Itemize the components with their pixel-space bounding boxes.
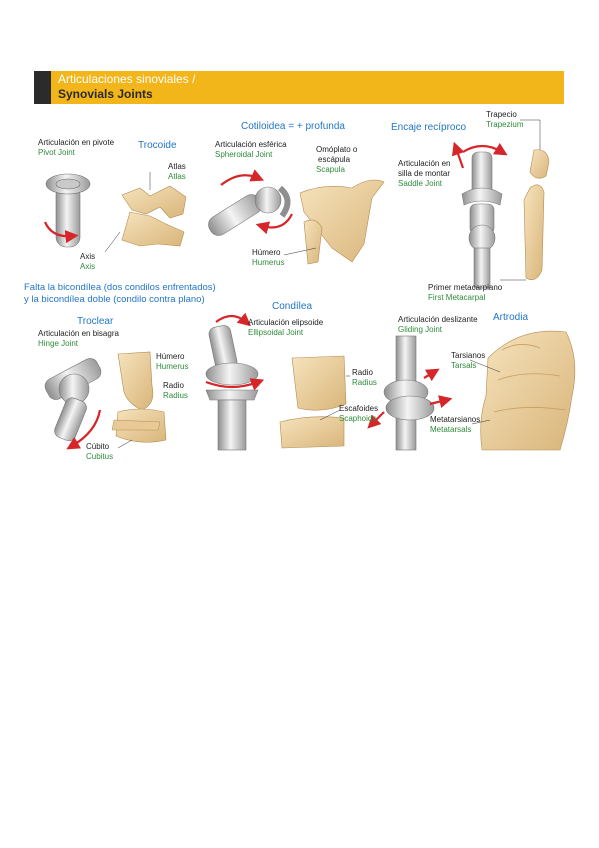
scaphoids-label-en: Scaphoids: [339, 414, 377, 423]
radius-label-elbow-es: Radio: [163, 381, 184, 390]
trapezium-label-en: Trapezium: [486, 120, 524, 129]
spheroidal-joint-label-en: Spheroidal Joint: [215, 150, 273, 159]
hinge-joint-label: Articulación en bisagra Hinge Joint: [38, 329, 119, 349]
condilea-annotation: Condílea: [272, 301, 313, 312]
ellipsoidal-joint-label-es: Articulación elipsoide: [248, 318, 324, 327]
axis-label-es: Axis: [80, 252, 96, 261]
ulna-label: Cúbito Cubitus: [86, 442, 113, 462]
metacarpal-label-en: First Metacarpal: [428, 293, 486, 302]
metatarsals-label: Metatarsianos Metatarsals: [430, 415, 480, 435]
atlas-label-en: Atlas: [168, 172, 186, 181]
tarsals-label-en: Tarsals: [451, 361, 477, 370]
pivot-joint-model: [43, 173, 91, 248]
tarsals-label: Tarsianos Tarsals: [451, 351, 485, 371]
banner-title-spanish: Articulaciones sinoviales /: [58, 72, 196, 86]
gliding-joint-model: [367, 335, 453, 451]
humerus-label-shoulder-en: Humerus: [252, 258, 285, 267]
troclear-annotation: Troclear: [77, 316, 114, 327]
metacarpal-label-es: Primer metacarpiano: [428, 283, 503, 292]
ellipsoidal-joint-label-en: Ellipsoidal Joint: [248, 328, 304, 337]
radius-label-wrist-es: Radio: [352, 368, 373, 377]
atlas-label: Atlas Atlas: [168, 162, 186, 182]
saddle-joint-label-es-line1: Articulación en: [398, 159, 451, 168]
humerus-label-shoulder: Húmero Humerus: [252, 248, 284, 268]
axis-label-en: Axis: [80, 262, 96, 271]
saddle-joint-label: Articulación en silla de montar Saddle J…: [398, 159, 450, 189]
scapula-label-es-line2: escápula: [318, 155, 351, 164]
scapula-humerus-bones: [283, 179, 385, 265]
scaphoids-label-es: Escafoides: [339, 404, 379, 413]
spheroidal-joint-label: Articulación esférica Spheroidal Joint: [215, 140, 287, 160]
scaphoids-label: Escafoides Scaphoids: [339, 404, 378, 424]
tarsals-label-es: Tarsianos: [451, 351, 486, 360]
saddle-joint-model: [451, 141, 508, 289]
gliding-joint-label-en: Gliding Joint: [398, 325, 443, 334]
scapula-label-es-line1: Omóplato o: [316, 145, 358, 154]
hinge-joint-model: [44, 358, 102, 450]
trapezium-label: Trapecio Trapezium: [486, 110, 524, 130]
ulna-label-en: Cubitus: [86, 452, 114, 461]
gliding-joint-label: Articulación deslizante Gliding Joint: [398, 315, 478, 335]
humerus-label-elbow-es: Húmero: [156, 352, 185, 361]
humerus-label-elbow-en: Humerus: [156, 362, 189, 371]
radius-label-elbow: Radio Radius: [163, 381, 188, 401]
radius-label-wrist: Radio Radius: [352, 368, 377, 388]
artrodia-annotation: Artrodia: [493, 312, 529, 323]
wrist-bones: [279, 355, 350, 449]
banner-title-english: Synovials Joints: [58, 87, 153, 101]
humerus-label-shoulder-es: Húmero: [252, 248, 281, 257]
scapula-label-en: Scapula: [316, 165, 345, 174]
title-banner-accent: [34, 71, 51, 104]
elbow-bones: [111, 351, 167, 449]
foot-bones: [469, 330, 576, 451]
radius-label-elbow-en: Radius: [163, 391, 188, 400]
hinge-joint-label-en: Hinge Joint: [38, 339, 79, 348]
cotiloidea-annotation: Cotiloidea = + profunda: [241, 121, 345, 132]
radius-label-wrist-en: Radius: [352, 378, 377, 387]
trapezium-label-es: Trapecio: [486, 110, 517, 119]
pivot-joint-label: Articulación en pivote Pivot Joint: [38, 138, 114, 158]
saddle-joint-label-es-line2: silla de montar: [398, 169, 451, 178]
saddle-joint-label-en: Saddle Joint: [398, 179, 443, 188]
gliding-joint-label-es: Articulación deslizante: [398, 315, 478, 324]
spheroidal-joint-model: [208, 169, 293, 236]
metacarpal-label: Primer metacarpiano First Metacarpal: [428, 283, 502, 303]
atlas-axis-bones: [104, 172, 187, 253]
trocoide-annotation: Trocoide: [138, 140, 177, 151]
hinge-joint-label-es: Articulación en bisagra: [38, 329, 119, 338]
atlas-label-es: Atlas: [168, 162, 186, 171]
humerus-label-elbow: Húmero Humerus: [156, 352, 188, 372]
title-banner: [34, 71, 564, 104]
trapezium-metacarpal-bones: [500, 119, 550, 281]
axis-label: Axis Axis: [80, 252, 95, 272]
pivot-joint-label-en: Pivot Joint: [38, 148, 75, 157]
metatarsals-label-es: Metatarsianos: [430, 415, 481, 424]
ellipsoidal-joint-label: Articulación elipsoide Ellipsoidal Joint: [248, 318, 323, 338]
metatarsals-label-en: Metatarsals: [430, 425, 472, 434]
ulna-label-es: Cúbito: [86, 442, 110, 451]
ellipsoidal-joint-model: [205, 312, 265, 451]
encaje-annotation: Encaje recíproco: [391, 122, 467, 133]
scapula-label: Omóplato o escápula Scapula: [316, 145, 357, 175]
missing-joint-note-line1: Falta la bicondílea (dos condilos enfren…: [24, 282, 216, 293]
missing-joint-note-line2: y la bicondílea doble (condilo contra pl…: [24, 294, 205, 305]
pivot-joint-label-es: Articulación en pivote: [38, 138, 115, 147]
spheroidal-joint-label-es: Articulación esférica: [215, 140, 287, 149]
